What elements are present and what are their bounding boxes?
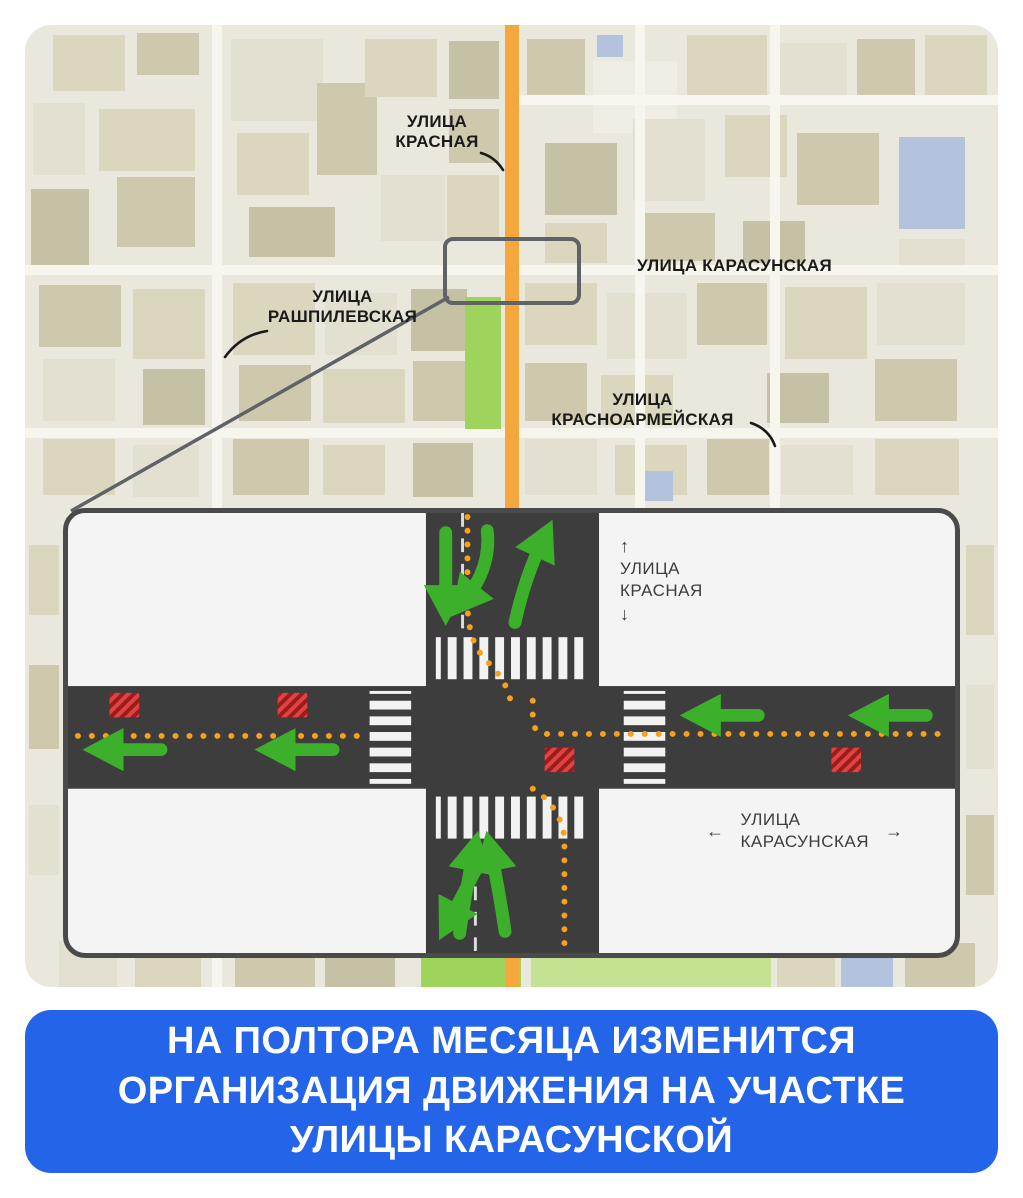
intersection-diagram bbox=[68, 513, 955, 953]
label-pointers bbox=[223, 151, 777, 448]
intersection-detail-inset: ↑ УЛИЦА КРАСНАЯ ↓ ← УЛИЦА КАРАСУНСКАЯ → bbox=[63, 508, 960, 958]
traffic-arrows bbox=[82, 519, 933, 941]
map-label-krasnaya: УЛИЦА КРАСНАЯ bbox=[395, 112, 479, 152]
inset-label-krasnaya: ↑ УЛИЦА КРАСНАЯ ↓ bbox=[620, 535, 703, 626]
arrow-right-icon: → bbox=[885, 820, 904, 841]
arrow-left-icon: ← bbox=[706, 820, 725, 841]
map-buildings bbox=[29, 33, 994, 987]
inset-label-karasunskaya-text: УЛИЦА КАРАСУНСКАЯ bbox=[740, 810, 869, 852]
headline-banner: НА ПОЛТОРА МЕСЯЦА ИЗМЕНИТСЯ ОРГАНИЗАЦИЯ … bbox=[25, 1010, 998, 1173]
map-label-krasnoarmeyskaya: УЛИЦА КРАСНОАРМЕЙСКАЯ bbox=[551, 390, 734, 430]
intersection-highlight-box bbox=[443, 237, 581, 305]
city-map: УЛИЦА КРАСНАЯ УЛИЦА КАРАСУНСКАЯ УЛИЦА РА… bbox=[25, 25, 998, 987]
map-label-karasunskaya: УЛИЦА КАРАСУНСКАЯ bbox=[637, 256, 832, 275]
headline-text: НА ПОЛТОРА МЕСЯЦА ИЗМЕНИТСЯ ОРГАНИЗАЦИЯ … bbox=[117, 1020, 906, 1162]
intersection-roads bbox=[68, 513, 955, 953]
route-dotted-lines bbox=[74, 513, 947, 949]
closed-lane-markers bbox=[109, 692, 862, 773]
map-label-rashpilevskaya: УЛИЦА РАШПИЛЕВСКАЯ bbox=[267, 287, 418, 327]
leader-line bbox=[70, 295, 450, 513]
arrow-down-icon: ↓ bbox=[620, 603, 630, 624]
inset-label-karasunskaya: ← УЛИЦА КАРАСУНСКАЯ → bbox=[706, 809, 904, 853]
inset-label-krasnaya-text: УЛИЦА КРАСНАЯ bbox=[620, 559, 703, 601]
arrow-up-icon: ↑ bbox=[620, 536, 630, 556]
map-graphic bbox=[25, 25, 998, 987]
